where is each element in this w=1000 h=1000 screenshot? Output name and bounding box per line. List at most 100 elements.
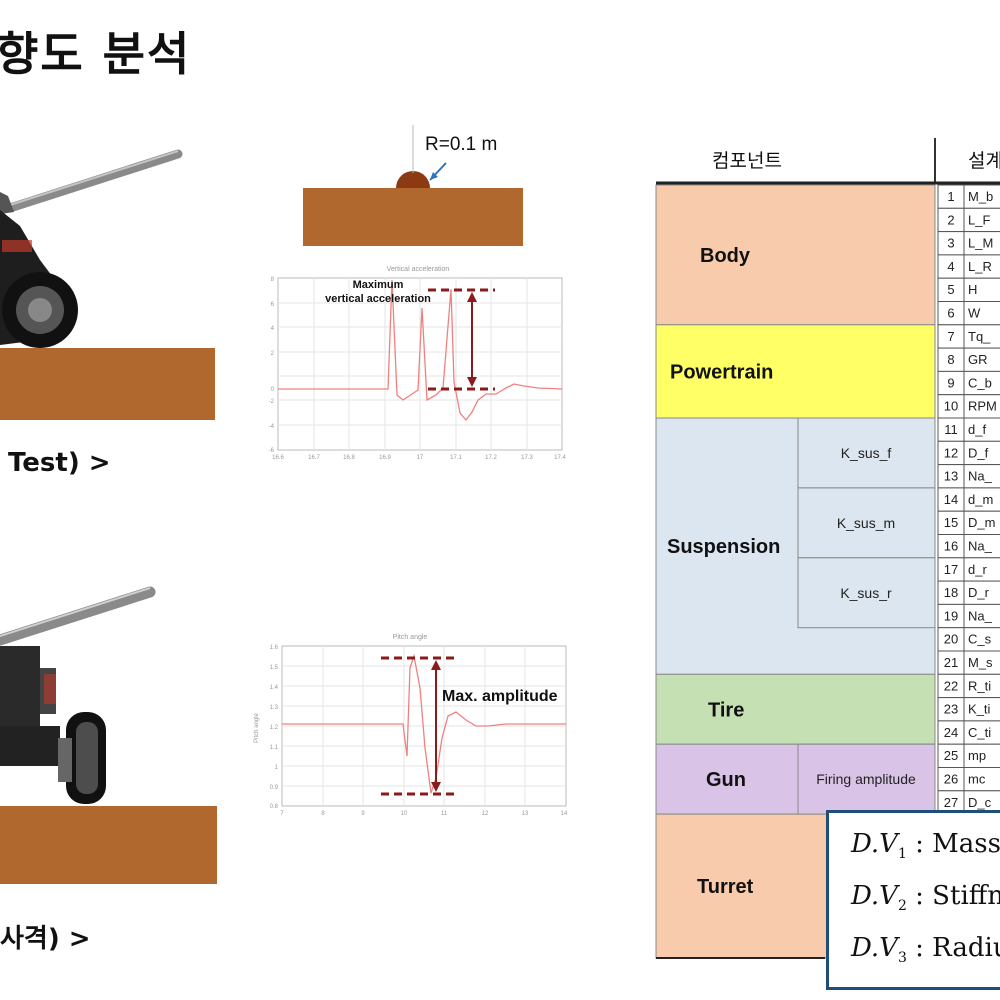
- group-label-powertrain: Powertrain: [670, 361, 773, 383]
- design-variable-1: D.V1 : Mass: [851, 829, 1000, 863]
- svg-text:7: 7: [947, 329, 954, 344]
- gun-barrel: [0, 586, 156, 646]
- svg-text:mp: mp: [968, 748, 986, 763]
- table-row: 2 L_F: [937, 207, 1000, 233]
- ground-block: [303, 188, 523, 246]
- svg-text:RPM: RPM: [968, 399, 997, 414]
- svg-text:7: 7: [280, 811, 284, 817]
- svg-text:8: 8: [271, 277, 275, 283]
- design-variable-table: 컴포넌트 설계 BodyPowertrainSuspensionTireGunT…: [655, 138, 1000, 959]
- svg-text:17.3: 17.3: [521, 455, 533, 461]
- pitch-angle-chart: Pitch angle Pitch angle Max. amplitude 1…: [254, 634, 568, 817]
- svg-text:0.9: 0.9: [270, 785, 279, 791]
- body-detail: [44, 674, 56, 704]
- subgroup-label: K_sus_m: [837, 515, 895, 531]
- vertical-acceleration-chart: Vertical acceleration Maximum vertical a…: [269, 266, 567, 461]
- svg-text:L_F: L_F: [968, 212, 990, 227]
- bump: [396, 171, 430, 188]
- group-label-gun: Gun: [706, 769, 746, 791]
- wheel-hub: [58, 738, 72, 782]
- table-row: 10 RPM: [937, 394, 1000, 419]
- svg-text:D_c: D_c: [968, 795, 992, 810]
- turret-mount: [0, 192, 14, 214]
- svg-text:2: 2: [947, 212, 954, 227]
- svg-text:12: 12: [482, 811, 489, 817]
- svg-text:13: 13: [944, 469, 958, 484]
- header-design: 설계: [968, 150, 1000, 172]
- svg-text:1: 1: [275, 765, 279, 771]
- svg-text:mc: mc: [968, 772, 986, 787]
- svg-text:d_m: d_m: [968, 492, 993, 507]
- svg-text:K_ti: K_ti: [968, 702, 991, 717]
- group-label-suspension: Suspension: [667, 536, 780, 558]
- bump-illustration: R=0.1 m: [303, 125, 523, 246]
- peak-markers: [428, 288, 495, 391]
- svg-text:M_b: M_b: [968, 189, 993, 204]
- svg-text:d_r: d_r: [968, 562, 987, 577]
- svg-text:10: 10: [944, 399, 958, 414]
- design-variable-legend: D.V1 : Mass D.V2 : Stiffn D.V3 : Radiu: [826, 810, 1000, 990]
- table-row: 23 K_ti: [937, 697, 1000, 722]
- svg-text:22: 22: [944, 678, 958, 693]
- group-cell-tire: [655, 673, 936, 745]
- y-tick-labels: 86 42 0-2 -4-6: [269, 277, 275, 454]
- svg-text:18: 18: [944, 585, 958, 600]
- svg-text:27: 27: [944, 795, 958, 810]
- svg-text:6: 6: [271, 302, 275, 308]
- svg-text:-4: -4: [269, 424, 275, 430]
- svg-text:21: 21: [944, 655, 958, 670]
- subgroup-cell: [797, 743, 936, 815]
- svg-text:W: W: [968, 306, 981, 321]
- group-label-body: Body: [700, 245, 751, 267]
- svg-text:16.8: 16.8: [343, 455, 355, 461]
- svg-text:1.4: 1.4: [270, 685, 279, 691]
- svg-text:C_ti: C_ti: [968, 725, 991, 740]
- svg-text:L_R: L_R: [968, 259, 992, 274]
- svg-text:17: 17: [417, 455, 424, 461]
- svg-text:-2: -2: [269, 399, 275, 405]
- barrel-highlight: [9, 150, 179, 206]
- pitch-curve: [282, 653, 566, 794]
- svg-text:8: 8: [947, 352, 954, 367]
- svg-text:C_s: C_s: [968, 632, 992, 647]
- svg-text:2: 2: [271, 351, 275, 357]
- svg-text:1.2: 1.2: [270, 725, 279, 731]
- wheel-rim: [76, 722, 98, 794]
- svg-text:Tq_: Tq_: [968, 329, 991, 344]
- svg-text:26: 26: [944, 772, 958, 787]
- arrow-down-icon: [431, 782, 441, 792]
- svg-text:C_b: C_b: [968, 375, 992, 390]
- acceleration-curve: [278, 279, 563, 422]
- turret: [0, 646, 40, 726]
- ground-block: [0, 348, 215, 420]
- svg-text:16: 16: [944, 539, 958, 554]
- subgroup-cell: [797, 557, 936, 629]
- annotation-line2: vertical acceleration: [325, 293, 431, 305]
- gridlines: [278, 278, 562, 450]
- svg-text:16.9: 16.9: [379, 455, 391, 461]
- body-detail: [2, 240, 32, 252]
- svg-text:8: 8: [321, 811, 325, 817]
- svg-text:3: 3: [947, 236, 954, 251]
- svg-text:23: 23: [944, 702, 958, 717]
- svg-text:0: 0: [271, 387, 275, 393]
- svg-text:D_f: D_f: [968, 445, 989, 460]
- table-row: 26 mc: [937, 767, 1000, 792]
- caption-bump-test: Test) >: [8, 448, 111, 478]
- subgroup-label: Firing amplitude: [816, 771, 916, 787]
- svg-text:17.1: 17.1: [450, 455, 462, 461]
